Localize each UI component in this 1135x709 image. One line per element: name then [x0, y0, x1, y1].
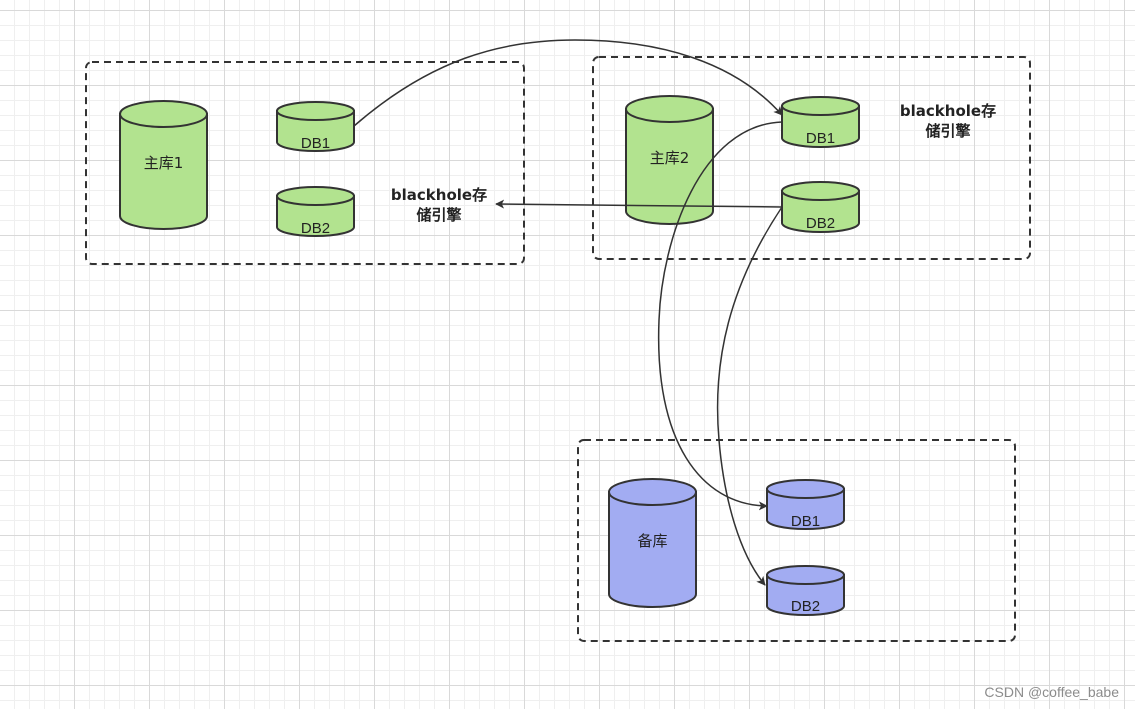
watermark: CSDN @coffee_babe	[984, 684, 1119, 700]
standby-db2-label: DB2	[791, 598, 820, 615]
group-master2: 主库2 DB1 DB2 blackhole存 储引擎	[592, 56, 1031, 260]
master2-engine-note-line2: 储引擎	[925, 122, 970, 140]
standby-db1-cylinder[interactable]: DB1	[766, 479, 845, 530]
group-standby-border	[577, 439, 1016, 642]
standby-db1-label: DB1	[791, 513, 820, 530]
edge-master2-db1-to-standby-db1[interactable]	[657, 121, 783, 511]
master1-label: 主库1	[144, 154, 184, 172]
master1-engine-note-line1: blackhole存	[391, 186, 487, 204]
master2-cylinder[interactable]: 主库2	[625, 95, 714, 225]
standby-db2-cylinder[interactable]: DB2	[766, 565, 845, 616]
master2-db1-label: DB1	[806, 130, 835, 147]
master1-db1-label: DB1	[301, 135, 330, 152]
master1-cylinder[interactable]: 主库1	[119, 100, 208, 230]
master1-db2-cylinder[interactable]: DB2	[276, 186, 355, 237]
group-master1: 主库1 DB1 DB2 blackhole存 储引擎	[85, 61, 525, 265]
group-master1-border	[85, 61, 525, 265]
master2-db2-label: DB2	[806, 215, 835, 232]
master1-db1-cylinder[interactable]: DB1	[276, 101, 355, 152]
group-master2-border	[592, 56, 1031, 260]
master2-db2-cylinder[interactable]: DB2	[781, 181, 860, 233]
edge-master2-db2-to-master1-note[interactable]	[495, 199, 783, 209]
master1-engine-note-line2: 储引擎	[416, 206, 461, 224]
edge-master1-db1-to-master2-db1[interactable]	[353, 39, 783, 127]
group-standby: 备库 DB1 DB2	[577, 439, 1016, 642]
standby-label: 备库	[637, 532, 667, 550]
edge-master2-db2-to-standby-db2[interactable]	[716, 206, 783, 586]
master2-engine-note-line1: blackhole存	[900, 102, 996, 120]
master2-label: 主库2	[650, 149, 690, 167]
master1-db2-label: DB2	[301, 220, 330, 237]
standby-cylinder[interactable]: 备库	[608, 478, 697, 608]
master2-db1-cylinder[interactable]: DB1	[781, 96, 860, 148]
